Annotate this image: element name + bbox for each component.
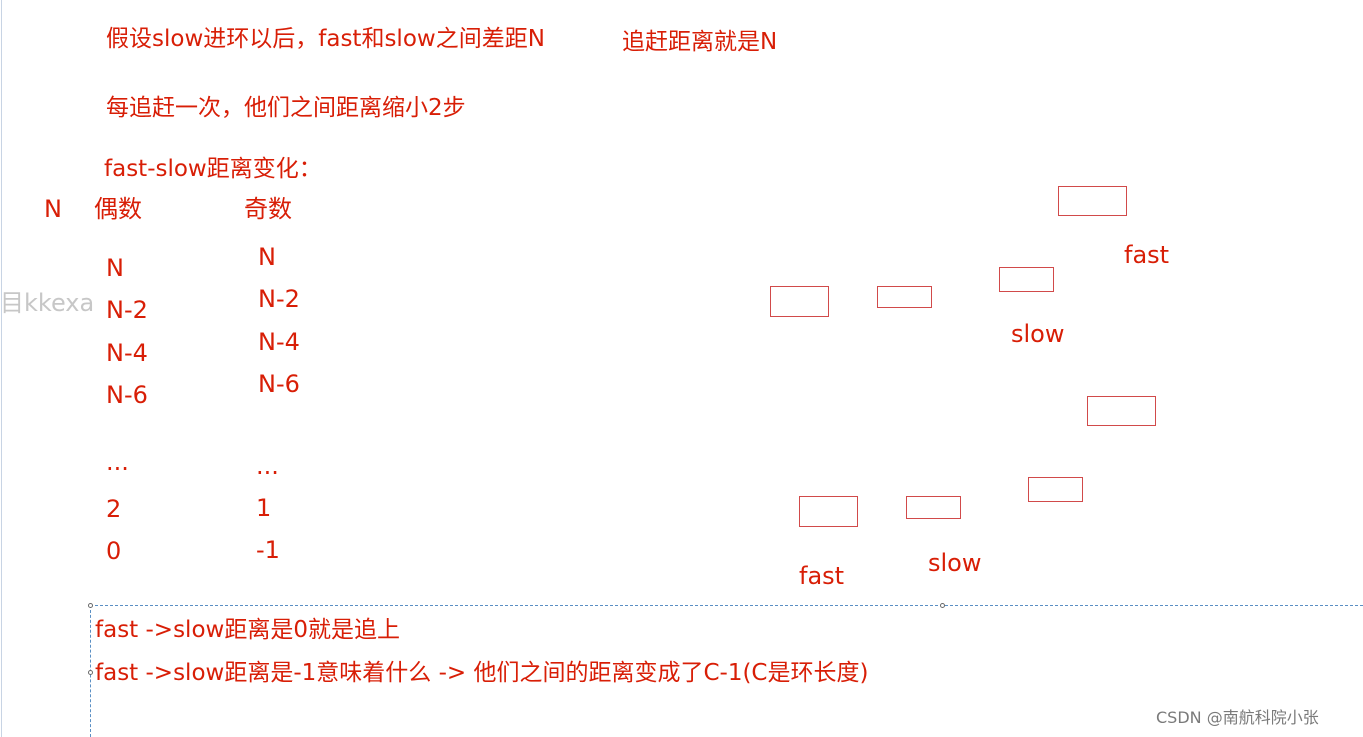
- odd-value: N-2: [258, 285, 300, 313]
- ring-node-box: [770, 286, 829, 317]
- top-slow-label: slow: [1011, 320, 1065, 348]
- top-fast-label: fast: [1124, 241, 1170, 269]
- even-value: ...: [106, 448, 129, 476]
- resize-handle-top-middle[interactable]: [940, 603, 945, 608]
- chase-distance-line: 追赶距离就是N: [622, 29, 778, 55]
- odd-value: N-6: [258, 370, 300, 398]
- resize-handle-top-left[interactable]: [88, 603, 93, 608]
- csdn-credit: CSDN @南航科院小张: [1156, 708, 1319, 727]
- fast-node-box: [799, 496, 858, 527]
- bottom-slow-label: slow: [928, 549, 982, 577]
- minus-one-note[interactable]: fast ->slow距离是-1意味着什么 -> 他们之间的距离变成了C-1(C…: [95, 660, 869, 686]
- even-value: N: [106, 254, 124, 282]
- odd-value: N: [258, 243, 276, 271]
- even-column-header: 偶数: [94, 195, 142, 223]
- shrink-per-step-line: 每追赶一次，他们之间距离缩小2步: [106, 95, 466, 121]
- ring-node-box: [1028, 477, 1083, 502]
- even-value: N-2: [106, 296, 148, 324]
- side-watermark: 目kkexa: [0, 289, 95, 317]
- n-parity-label: N: [44, 195, 62, 223]
- slow-node-box: [999, 267, 1054, 292]
- selection-border-top[interactable]: [90, 605, 1363, 606]
- odd-value: -1: [256, 536, 280, 564]
- left-edge-rule: [1, 0, 2, 737]
- ring-node-box: [877, 286, 932, 308]
- distance-change-heading: fast-slow距离变化：: [104, 156, 322, 182]
- resize-handle-middle-left[interactable]: [88, 670, 93, 675]
- ring-node-box: [1087, 396, 1156, 426]
- odd-value: N-4: [258, 328, 300, 356]
- even-value: N-4: [106, 339, 148, 367]
- odd-value: 1: [256, 494, 272, 522]
- premise-line: 假设slow进环以后，fast和slow之间差距N: [106, 26, 545, 52]
- odd-column-header: 奇数: [244, 195, 292, 223]
- even-value: 0: [106, 537, 122, 565]
- even-value: 2: [106, 495, 122, 523]
- fast-node-box: [1058, 186, 1127, 216]
- bottom-fast-label: fast: [799, 562, 845, 590]
- slow-node-box: [906, 496, 961, 519]
- odd-value: ...: [256, 452, 279, 480]
- even-value: N-6: [106, 381, 148, 409]
- caught-up-note[interactable]: fast ->slow距离是0就是追上: [95, 617, 400, 643]
